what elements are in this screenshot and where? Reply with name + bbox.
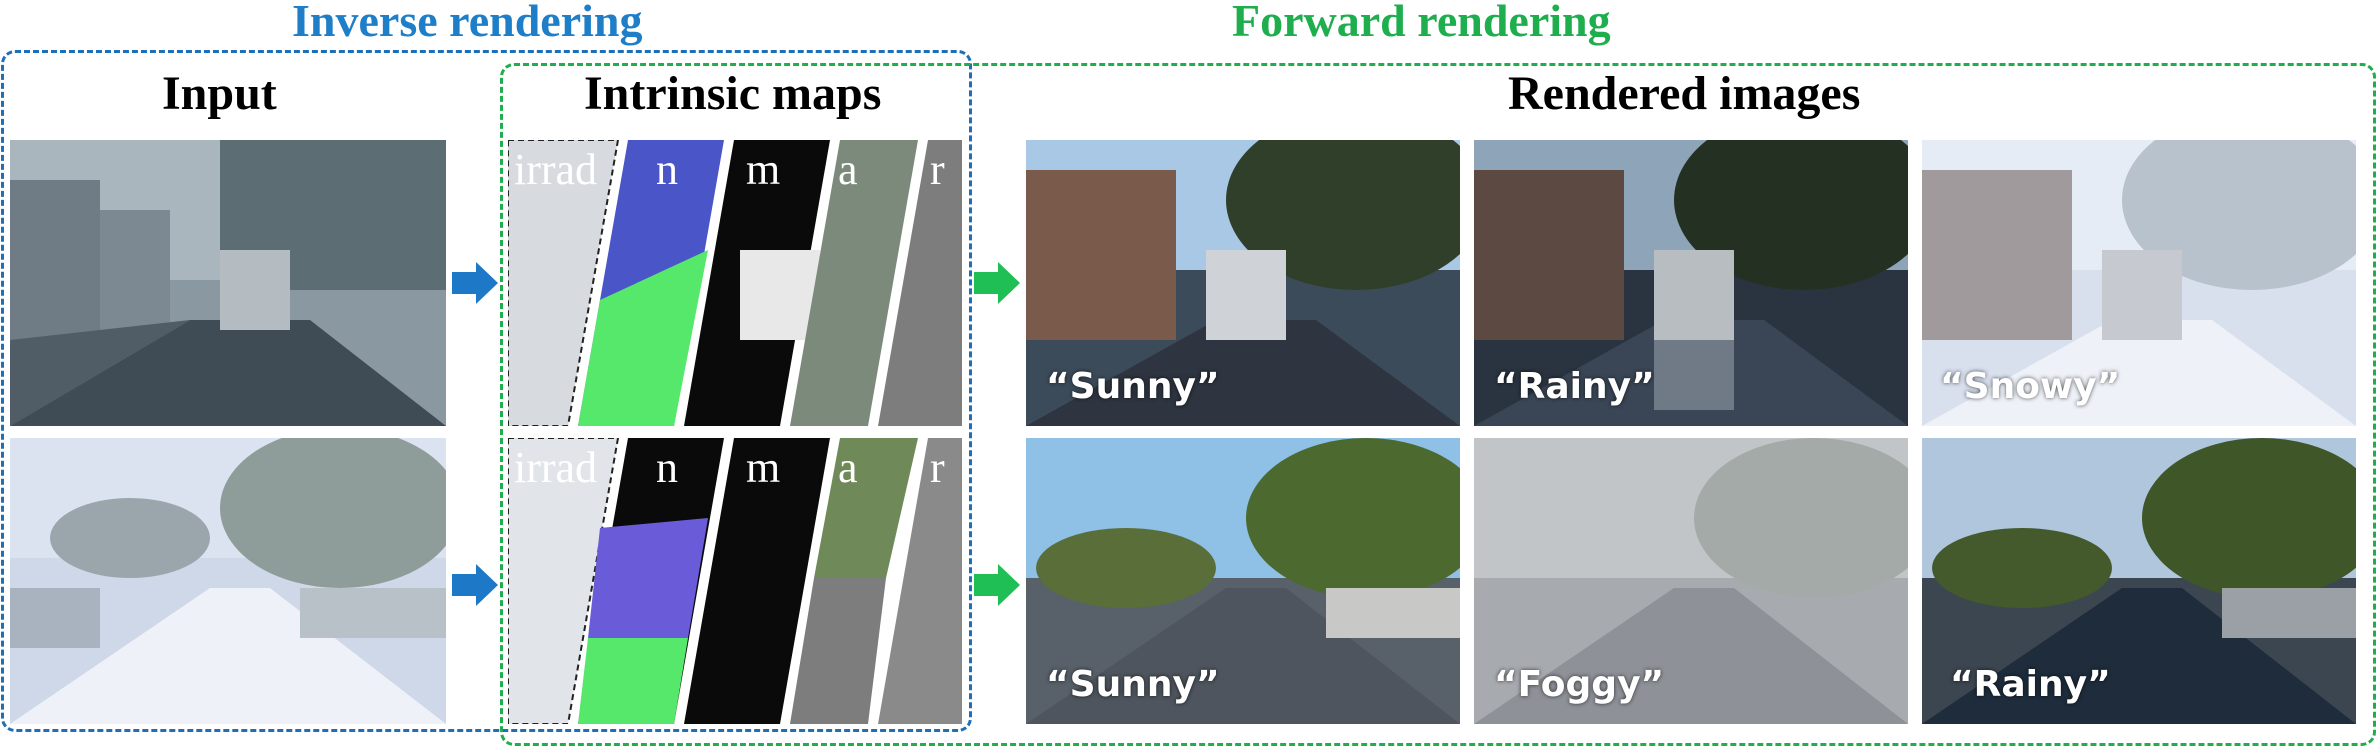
- rendered-image-foggy-2: [1474, 438, 1908, 724]
- intrinsic-label-irradiance: irrad: [514, 443, 598, 492]
- intrinsic-label-metallic: m: [746, 145, 781, 194]
- rendered-image-rainy-1: [1474, 140, 1908, 426]
- forward-rendering-box: [500, 63, 2376, 746]
- forward-rendering-title: Forward rendering: [1232, 0, 1611, 46]
- intrinsic-maps-row1: [508, 140, 962, 426]
- arrow-right-icon: [974, 564, 1020, 606]
- intrinsic-label-roughness: r: [930, 145, 945, 194]
- weather-label-rainy: “Rainy”: [1494, 366, 1655, 407]
- weather-label-sunny: “Sunny”: [1046, 366, 1220, 407]
- arrow-right-icon: [452, 262, 498, 304]
- arrow-right-icon: [974, 262, 1020, 304]
- weather-label-rainy: “Rainy”: [1950, 664, 2111, 705]
- rendered-image-snowy-1: [1922, 140, 2356, 426]
- intrinsic-label-albedo: a: [838, 145, 858, 194]
- input-image-foggy-street: [10, 140, 446, 426]
- arrow-right-icon: [452, 564, 498, 606]
- rendered-image-sunny-2: [1026, 438, 1460, 724]
- input-image-snowy-street: [10, 438, 446, 724]
- rendered-image-sunny-1: [1026, 140, 1460, 426]
- weather-label-sunny: “Sunny”: [1046, 664, 1220, 705]
- inverse-rendering-title: Inverse rendering: [292, 0, 643, 46]
- intrinsic-label-irradiance: irrad: [514, 145, 598, 194]
- intrinsic-label-normal: n: [656, 145, 678, 194]
- intrinsic-label-metallic: m: [746, 443, 781, 492]
- input-heading: Input: [162, 67, 277, 120]
- rendered-image-rainy-2: [1922, 438, 2356, 724]
- intrinsic-maps-heading: Intrinsic maps: [584, 67, 882, 120]
- intrinsic-label-albedo: a: [838, 443, 858, 492]
- weather-label-snowy: “Snowy”: [1940, 366, 2121, 407]
- inverse-rendering-box: [1, 50, 972, 732]
- intrinsic-maps-row2: [508, 438, 962, 724]
- weather-label-foggy: “Foggy”: [1494, 664, 1665, 705]
- intrinsic-label-normal: n: [656, 443, 678, 492]
- rendered-images-heading: Rendered images: [1508, 67, 1861, 120]
- intrinsic-label-roughness: r: [930, 443, 945, 492]
